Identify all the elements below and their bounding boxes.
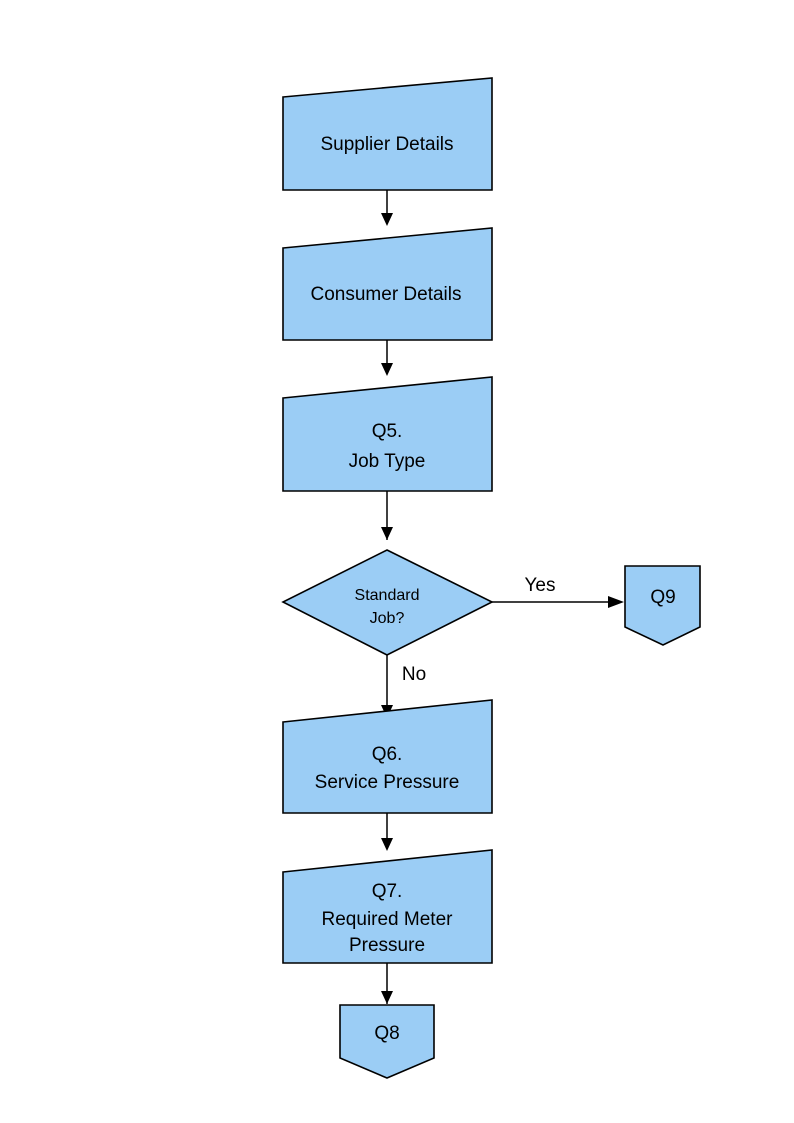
edge-label-yes: Yes bbox=[525, 575, 556, 596]
connector-consumer-to-q5 bbox=[381, 340, 393, 376]
q6-service-pressure-label-line-2: Service Pressure bbox=[315, 772, 460, 793]
arrow-head-icon bbox=[381, 213, 393, 226]
connector-q5-to-decision bbox=[381, 491, 393, 540]
supplier-details-label: Supplier Details bbox=[320, 134, 453, 155]
connector-q6-to-q7 bbox=[381, 813, 393, 851]
arrow-head-icon bbox=[381, 991, 393, 1004]
arrow-head-icon bbox=[381, 838, 393, 851]
q5-job-type-label-line-1: Q5. bbox=[372, 421, 403, 442]
node-q8[interactable]: Q8 bbox=[339, 1004, 435, 1079]
q7-label-line-3: Pressure bbox=[349, 935, 425, 956]
q6-service-pressure-label-line-1: Q6. bbox=[372, 744, 403, 765]
node-supplier-details[interactable]: Supplier Details bbox=[282, 77, 493, 191]
connector-decision-yes-to-q9: Yes bbox=[492, 575, 624, 608]
connector-q7-to-q8 bbox=[381, 963, 393, 1004]
arrow-head-icon bbox=[381, 527, 393, 540]
node-standard-job-decision[interactable]: Standard Job? bbox=[281, 549, 494, 656]
node-q7-required-meter-pressure[interactable]: Q7. Required Meter Pressure bbox=[282, 849, 493, 964]
q9-label: Q9 bbox=[650, 587, 675, 608]
q9-shape bbox=[624, 565, 701, 646]
node-q6-service-pressure[interactable]: Q6. Service Pressure bbox=[282, 699, 493, 814]
q8-shape bbox=[339, 1004, 435, 1079]
node-consumer-details[interactable]: Consumer Details bbox=[282, 227, 493, 341]
q6-service-pressure-shape bbox=[282, 699, 493, 814]
arrow-head-icon bbox=[381, 363, 393, 376]
q5-job-type-shape bbox=[282, 376, 493, 492]
standard-job-decision-label-line-1: Standard bbox=[355, 587, 420, 604]
node-q9[interactable]: Q9 bbox=[624, 565, 701, 646]
consumer-details-shape bbox=[282, 227, 493, 341]
node-q5-job-type[interactable]: Q5. Job Type bbox=[282, 376, 493, 492]
standard-job-decision-label-line-2: Job? bbox=[370, 610, 405, 627]
q7-label-line-2: Required Meter bbox=[322, 909, 454, 930]
q7-label-line-1: Q7. bbox=[372, 881, 403, 902]
q5-job-type-label-line-2: Job Type bbox=[349, 451, 426, 472]
consumer-details-label: Consumer Details bbox=[311, 284, 462, 305]
edge-label-no: No bbox=[402, 664, 426, 685]
q8-label: Q8 bbox=[374, 1023, 399, 1044]
arrow-head-icon bbox=[608, 596, 624, 608]
q7-required-meter-pressure-shape bbox=[282, 849, 493, 964]
connector-supplier-to-consumer bbox=[381, 190, 393, 226]
supplier-details-shape bbox=[282, 77, 493, 191]
